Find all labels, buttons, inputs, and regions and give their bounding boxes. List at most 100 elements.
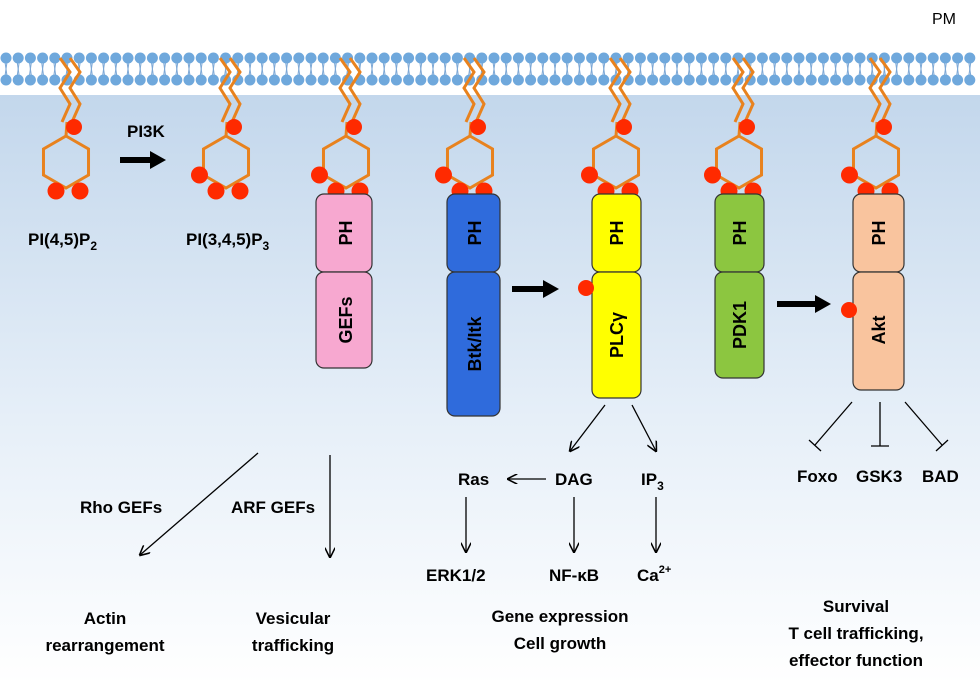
lipid-head <box>134 74 146 86</box>
plc-phosphate <box>578 280 594 296</box>
lipid-head <box>305 74 317 86</box>
plc-to-ip3-arrow <box>631 404 656 451</box>
lipid-tail <box>675 61 679 77</box>
lipid-tail <box>211 61 215 77</box>
plc-ph-label: PH <box>607 220 627 245</box>
lipid-head <box>939 52 951 64</box>
lipid-head <box>403 74 415 86</box>
lipid-head <box>159 74 171 86</box>
lipid-tail <box>297 61 301 77</box>
lipid-head <box>73 52 85 64</box>
actin-label-line1: Actin <box>84 609 127 628</box>
lipid-head <box>293 74 305 86</box>
acyl-chain <box>868 57 882 123</box>
foxo-label: Foxo <box>797 467 838 486</box>
akt-body <box>852 271 905 391</box>
vesicular-label-line2: trafficking <box>252 636 334 655</box>
lipid-head <box>964 52 976 64</box>
lipid-tail <box>931 61 935 77</box>
lipid-head <box>537 52 549 64</box>
lipid-tail <box>138 61 142 77</box>
lipid-head <box>24 74 36 86</box>
inositol-ring <box>591 134 641 190</box>
lipid-head <box>549 52 561 64</box>
pip2-label: PI(4,5)P2 <box>28 230 97 253</box>
phosphate-group <box>616 119 632 135</box>
acyl-chain <box>608 57 622 123</box>
inositol-ring <box>714 134 764 190</box>
lipid-tail <box>16 61 20 77</box>
lipid-head <box>317 74 329 86</box>
lipid-head <box>378 74 390 86</box>
rho-gef-arrow <box>140 452 259 555</box>
lipid-head <box>488 52 500 64</box>
lipid-tail <box>504 61 508 77</box>
phosphate-group <box>66 119 82 135</box>
lipid-tail <box>821 61 825 77</box>
lipid-head <box>268 74 280 86</box>
lipid-tail <box>809 61 813 77</box>
lipid-head <box>708 52 720 64</box>
gefs-ph-label: PH <box>336 220 356 245</box>
lipid-head <box>12 52 24 64</box>
lipid-head <box>146 52 158 64</box>
lipid-head <box>390 52 402 64</box>
lipid-head <box>354 52 366 64</box>
pm-label: PM <box>932 11 956 28</box>
lipid-tail <box>407 61 411 77</box>
lipid-head <box>366 52 378 64</box>
acyl-chain <box>741 57 755 123</box>
lipid-head <box>427 52 439 64</box>
lipid-head <box>171 52 183 64</box>
lipid-head <box>573 74 585 86</box>
lipid-head <box>854 52 866 64</box>
pdk1-ph-label: PH <box>730 220 750 245</box>
lipid-tail <box>858 61 862 77</box>
phosphate-group <box>231 182 249 200</box>
pip2-molecule <box>41 57 91 200</box>
lipid-head <box>244 74 256 86</box>
lipid-head <box>830 74 842 86</box>
lipid-head <box>281 52 293 64</box>
btk-pip3 <box>434 57 495 200</box>
lipid-head <box>207 52 219 64</box>
lipid-tail <box>687 61 691 77</box>
lipid-tail <box>382 61 386 77</box>
lipid-head <box>378 52 390 64</box>
lipid-head <box>744 52 756 64</box>
ras-label: Ras <box>458 470 489 489</box>
lipid-head <box>939 74 951 86</box>
lipid-head <box>500 74 512 86</box>
phosphate-3-group <box>840 166 858 184</box>
phosphate-group <box>71 182 89 200</box>
lipid-tail <box>968 61 972 77</box>
lipid-head <box>37 74 49 86</box>
phosphate-3-group <box>434 166 452 184</box>
lipid-tail <box>285 61 289 77</box>
lipid-tail <box>760 61 764 77</box>
plc-outcome-line2: Cell growth <box>514 634 607 653</box>
phosphate-group <box>470 119 486 135</box>
akt-outcome-line2: T cell trafficking, <box>788 624 923 643</box>
lipid-head <box>171 74 183 86</box>
lipid-tail <box>102 61 106 77</box>
lipid-head <box>24 52 36 64</box>
lipid-head <box>915 52 927 64</box>
gefs-body <box>315 271 373 369</box>
lipid-head <box>49 74 61 86</box>
btk-body <box>446 271 501 417</box>
lipid-head <box>695 52 707 64</box>
lipid-head <box>903 74 915 86</box>
lipid-head <box>683 52 695 64</box>
erk-label: ERK1/2 <box>426 566 486 585</box>
lipid-head <box>329 52 341 64</box>
gefs-pip3 <box>310 57 371 200</box>
lipid-tail <box>614 61 618 77</box>
lipid-head <box>927 52 939 64</box>
phosphate-group <box>207 182 225 200</box>
lipid-head <box>281 74 293 86</box>
akt-inhibits-foxo <box>808 401 853 452</box>
lipid-head <box>61 52 73 64</box>
lipid-tail <box>333 61 337 77</box>
acyl-chain <box>348 57 362 123</box>
